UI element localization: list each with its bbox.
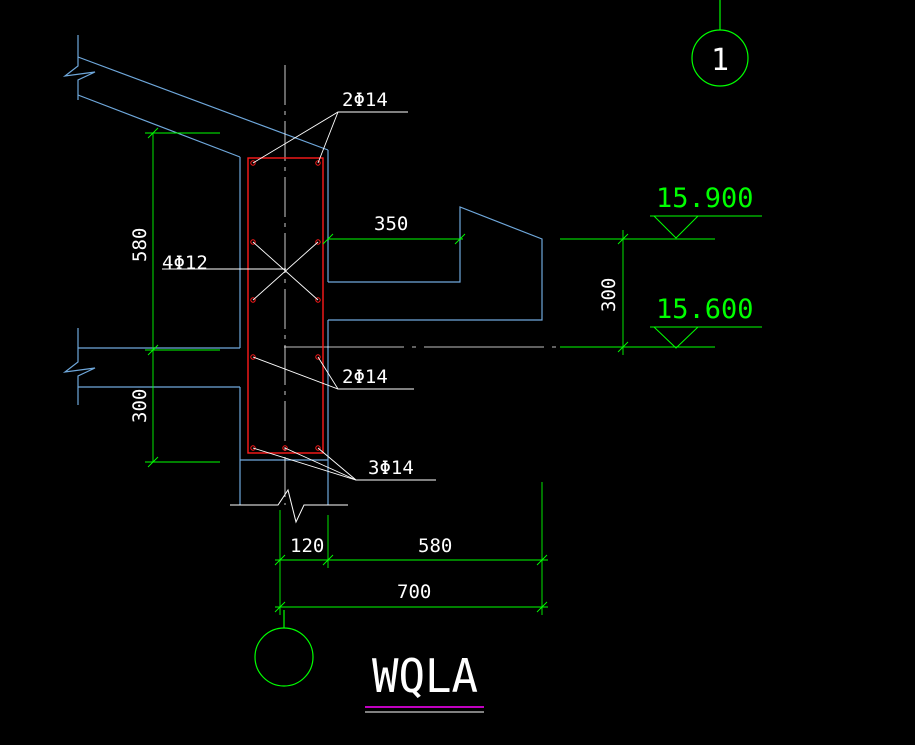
- dimension-lines: [145, 127, 715, 615]
- rebar-dots: [250, 160, 321, 451]
- concrete-outline: [62, 35, 543, 505]
- break-line-roof: [62, 35, 96, 100]
- rebar-label-bottom-bars: 3Φ14: [368, 457, 414, 479]
- ledge-outline: [328, 206, 543, 321]
- break-line-bottom: [230, 488, 348, 524]
- rebar-cage: [247, 157, 324, 454]
- roof-slab-bottom-edge: [77, 94, 241, 158]
- rebar-label-side-bars: 2Φ14: [342, 366, 388, 388]
- stirrup: [247, 157, 324, 454]
- elevation-upper-label: 15.900: [656, 183, 754, 214]
- dim-total-width: 700: [397, 581, 431, 603]
- section-title: WQLA: [372, 649, 478, 703]
- rebar-label-top-bars: 2Φ14: [342, 89, 388, 111]
- dim-height-lower: 300: [129, 389, 151, 423]
- centerlines: [284, 65, 715, 505]
- elevation-lower-label: 15.600: [656, 294, 754, 325]
- leader-top-bars: [252, 111, 408, 164]
- dim-wall-offset: 120: [290, 535, 324, 557]
- dim-ledge-height: 300: [598, 278, 620, 312]
- axis-bubble-1-label: 1: [711, 43, 729, 78]
- rebar-label-middle-bars: 4Φ12: [162, 252, 208, 274]
- roof-slab-top-edge: [77, 56, 329, 151]
- dim-height-upper: 580: [129, 228, 151, 262]
- rebar-leaders: [162, 111, 436, 481]
- dim-ledge-width: 350: [374, 213, 408, 235]
- leader-side-bars: [252, 356, 414, 390]
- axis-bubble-1: [691, 0, 749, 87]
- dim-beam-width: 580: [418, 535, 452, 557]
- break-line-floor: [62, 328, 96, 405]
- elevation-markers: [650, 215, 762, 349]
- axis-bubble-bottom: [254, 610, 314, 687]
